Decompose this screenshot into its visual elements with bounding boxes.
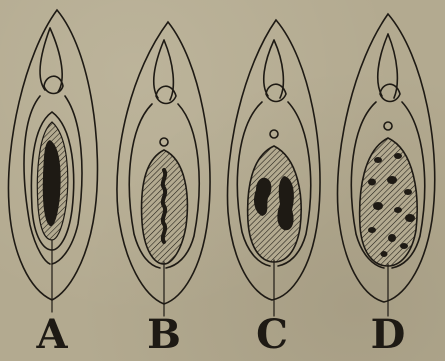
figure-b: [117, 22, 210, 316]
figure-a-inner-fold: [40, 28, 62, 92]
spot: [368, 179, 376, 186]
figure-c-clitoral-hood: [266, 84, 286, 101]
spot: [387, 176, 397, 184]
figure-c-label: C: [252, 313, 292, 357]
figure-c: [227, 20, 320, 316]
spot: [400, 243, 408, 249]
figure-c-urethral-opening: [270, 130, 278, 138]
figure-b-urethral-opening: [160, 138, 168, 146]
figure-d-inner-fold: [378, 34, 398, 98]
figure-b-label: B: [144, 313, 184, 357]
figure-d-vestibule-hatch: [360, 138, 417, 266]
figure-b-inner-fold: [154, 40, 174, 100]
figure-d-urethral-opening: [384, 122, 392, 130]
spot: [374, 157, 382, 163]
spot: [405, 214, 415, 222]
figure-a: [8, 10, 97, 312]
figure-b-lesion: [163, 170, 165, 242]
figure-a-label: A: [32, 313, 72, 357]
spot: [404, 189, 412, 195]
spot: [368, 227, 376, 233]
figure-d-label: D: [368, 313, 408, 357]
spot: [388, 234, 396, 242]
figure-d-clitoral-hood: [380, 84, 400, 101]
figure-a-clitoral-hood: [44, 76, 63, 93]
figure-c-inner-fold: [264, 40, 284, 98]
spot: [394, 153, 402, 159]
spot: [381, 251, 388, 257]
figure-d: [337, 14, 434, 316]
figure-b-clitoral-hood: [156, 86, 176, 103]
spot: [373, 202, 383, 210]
spot: [394, 207, 402, 213]
